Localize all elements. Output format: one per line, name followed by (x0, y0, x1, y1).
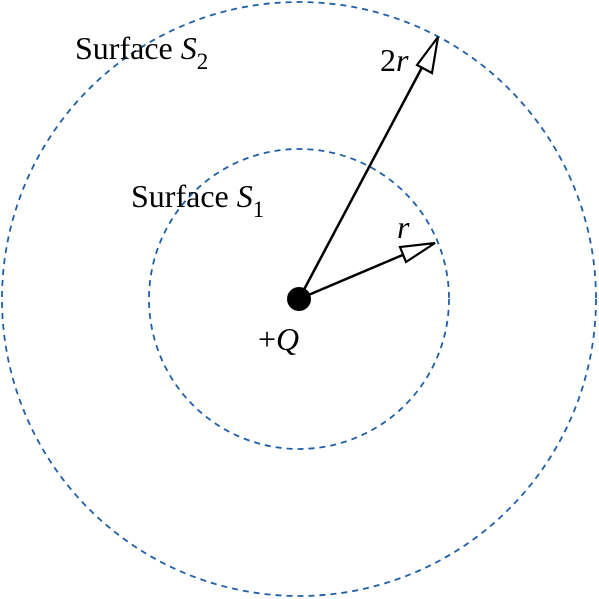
radius-2r-factor: 2 (380, 42, 396, 78)
radius-2r-label: 2r (380, 42, 409, 78)
radius-2r-arrowhead (415, 36, 440, 75)
radius-2r-line (297, 57, 429, 300)
radius-r-label: r (397, 209, 410, 245)
surface-s1-circle (148, 148, 450, 450)
surface-s2-word: Surface (75, 30, 173, 66)
surface-s2-symbol: S (181, 30, 197, 66)
point-charge-dot (287, 287, 311, 311)
charge-symbol: Q (276, 321, 299, 357)
charge-sign: + (258, 321, 276, 357)
radius-r-line (298, 252, 406, 301)
surface-s1-subscript: 1 (253, 197, 265, 222)
surface-s1-word: Surface (131, 178, 229, 214)
surface-s1-symbol: S (237, 178, 253, 214)
radius-2r-symbol: r (396, 42, 409, 78)
charge-label: +Q (258, 321, 299, 357)
radius-r-arrowhead (398, 241, 436, 264)
surface-s2-subscript: 2 (197, 49, 209, 74)
